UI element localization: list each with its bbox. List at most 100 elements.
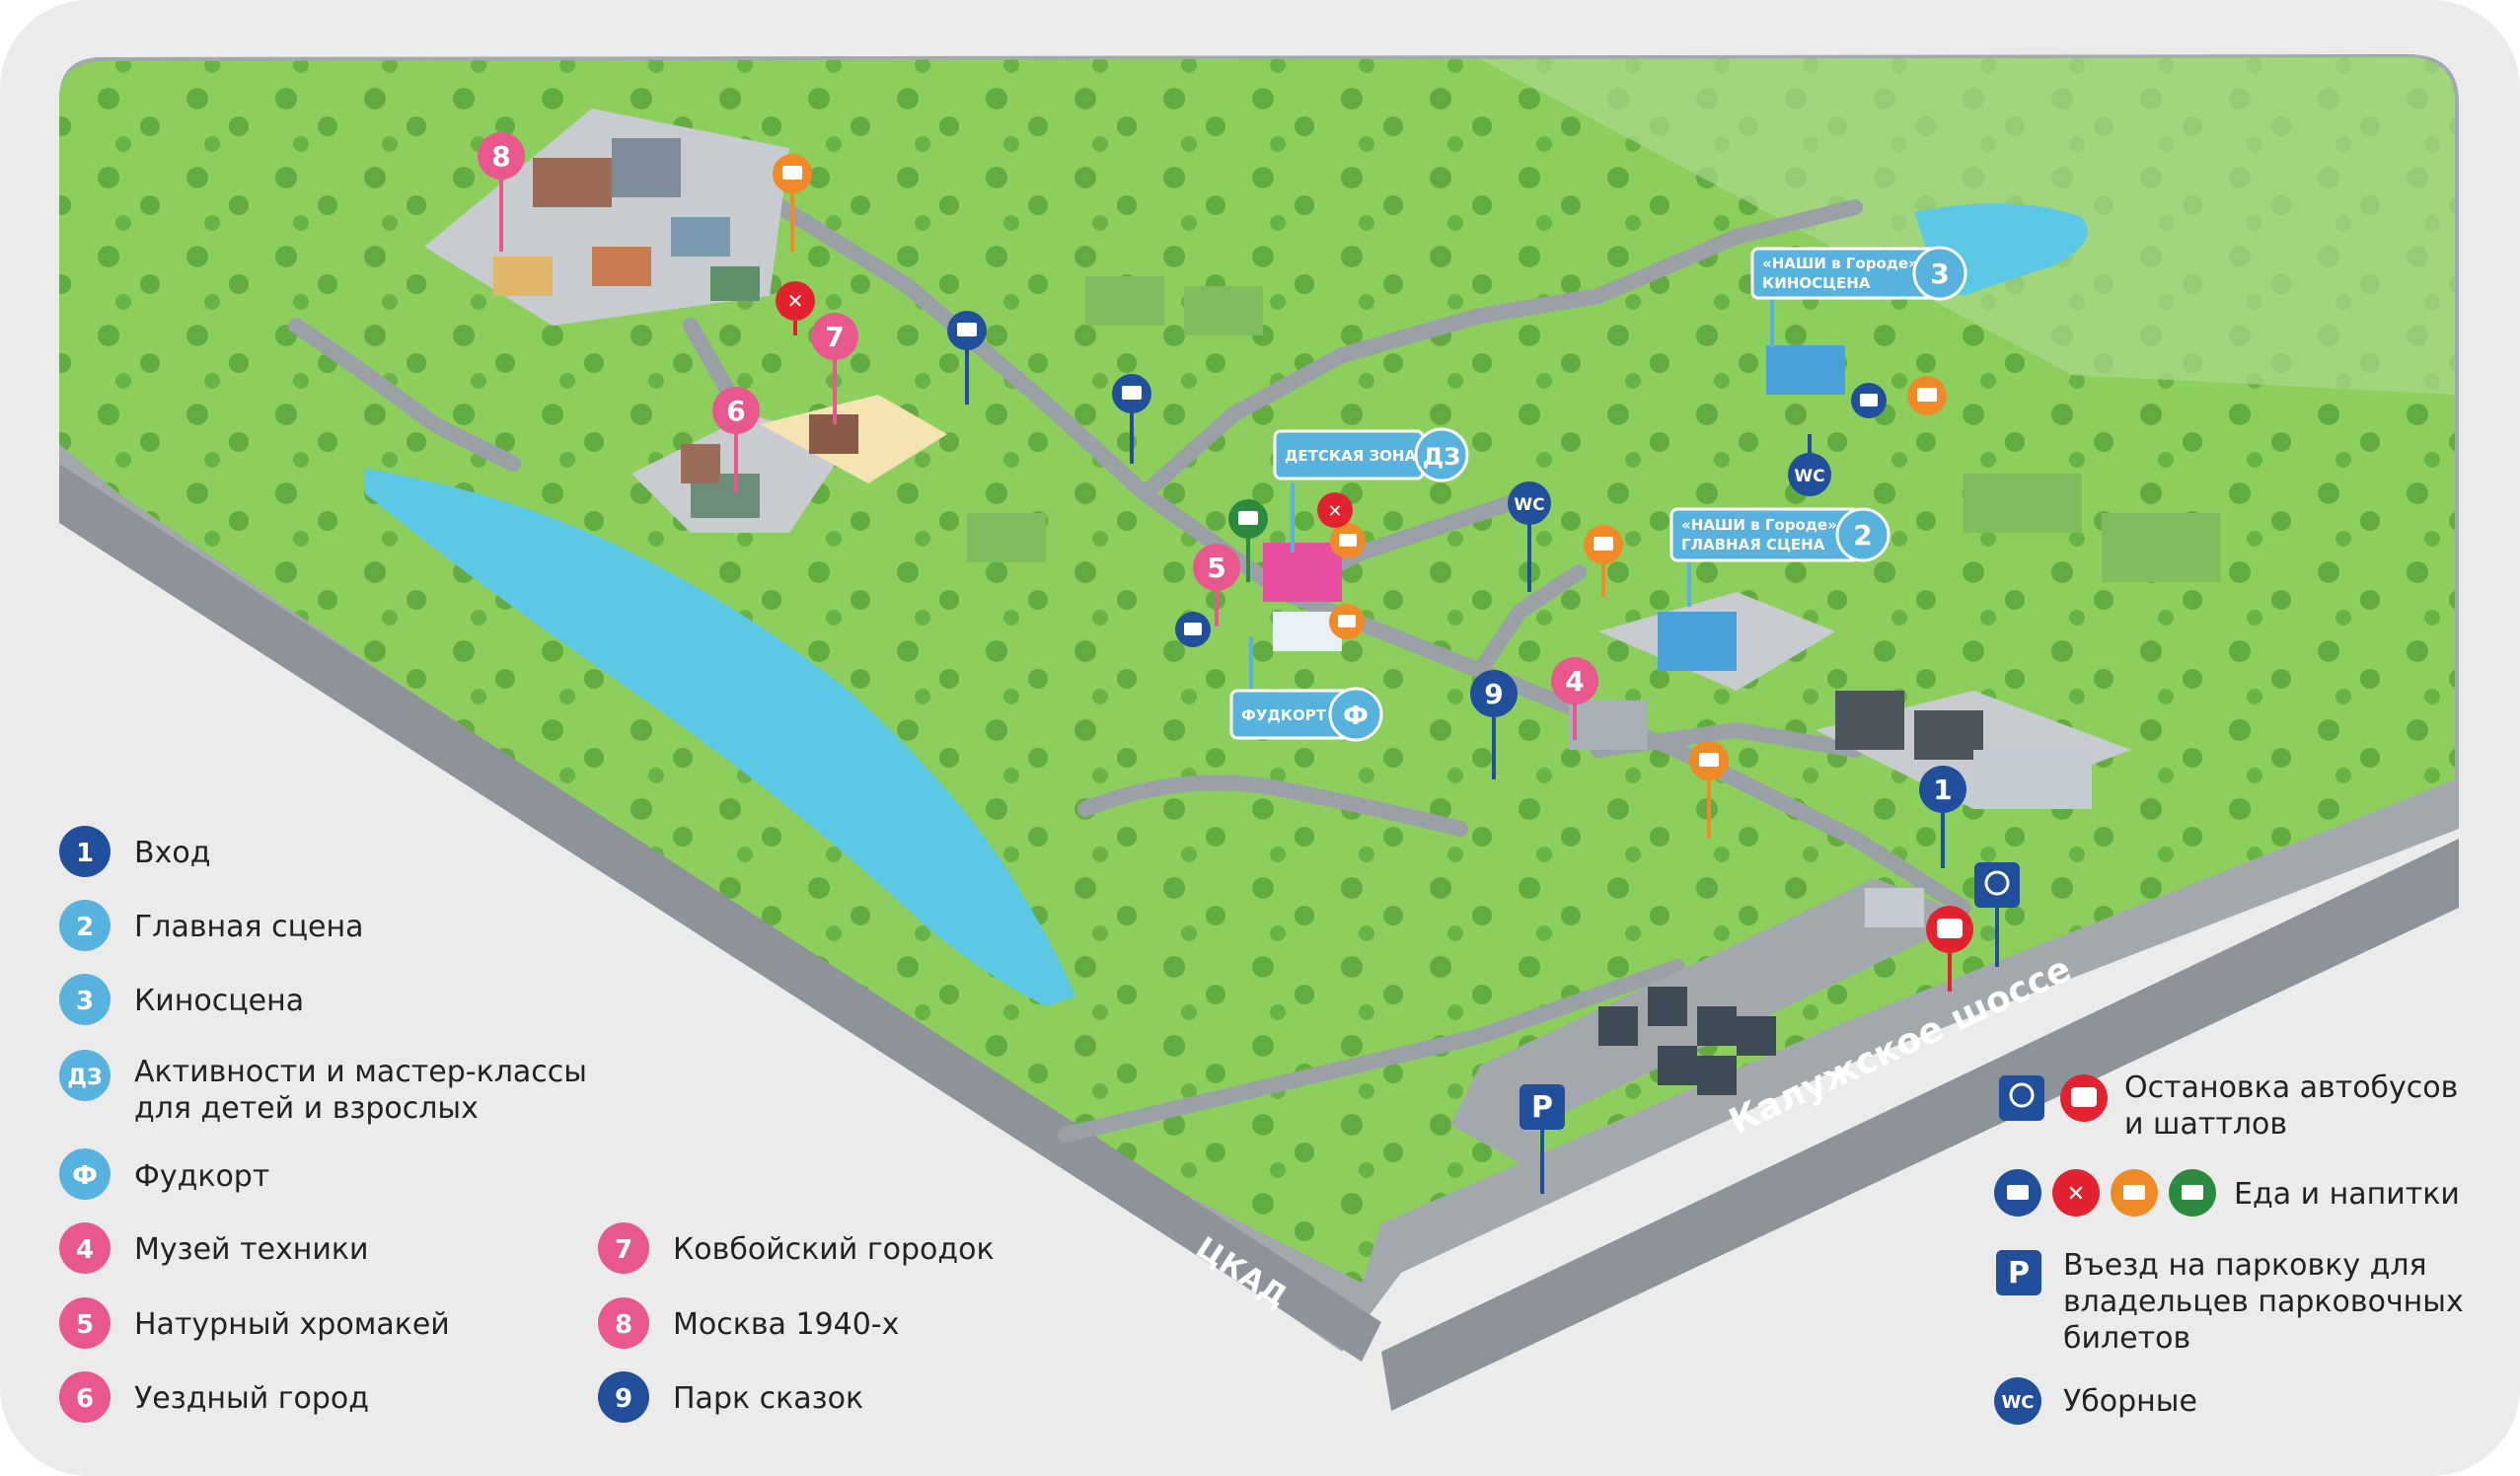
- legend-label-parking-3: билетов: [2063, 1321, 2190, 1356]
- marker-7[interactable]: 7: [811, 313, 858, 424]
- label-main-stage[interactable]: «НАШИ в Городе» ГЛАВНАЯ СЦЕНА 2: [1669, 507, 1890, 607]
- food-truck-icon: [1339, 534, 1357, 547]
- marker-6-num: 6: [726, 395, 745, 427]
- marker-parking[interactable]: P: [1519, 1084, 1565, 1194]
- legend-item-moscow-1940: 8 Москва 1940-х: [598, 1297, 899, 1349]
- legend-mid: 7 Ковбойский городок 8 Москва 1940-х 9 П…: [598, 1222, 995, 1423]
- food-truck-icon: [1238, 511, 1258, 525]
- marker-1-num: 1: [1933, 774, 1952, 806]
- food-truck-icon: [1122, 386, 1142, 400]
- marker-8[interactable]: 8: [478, 132, 525, 252]
- marker-9-num: 9: [1484, 678, 1503, 710]
- legend-label-fairy-park: Парк сказок: [673, 1381, 863, 1416]
- legend-item-chromakey: 5 Натурный хромакей: [59, 1297, 450, 1349]
- legend-item-bus-stop: Остановка автобусов и шаттлов: [1999, 1070, 2458, 1142]
- food-marker-orange-6: [1329, 604, 1365, 639]
- legend-label-main-stage: Главная сцена: [134, 910, 364, 944]
- marker-1-entrance[interactable]: 1: [1919, 766, 1966, 868]
- buildings: [493, 138, 2220, 1095]
- legend-item-entrance: 1 Вход: [59, 826, 210, 877]
- marker-7-num: 7: [825, 321, 844, 353]
- bus-icon: [1937, 919, 1963, 938]
- label-cinema[interactable]: «НАШИ в Городе» КИНОСЦЕНА 3: [1750, 246, 1967, 347]
- legend-label-wc: Уборные: [2063, 1384, 2197, 1419]
- legend-badge-8: 8: [615, 1310, 632, 1340]
- food-truck-icon: [782, 166, 802, 180]
- cinema-num: 3: [1930, 258, 1949, 290]
- legend-label-kids-zone-1: Активности и мастер-классы: [134, 1055, 587, 1089]
- parking-lot: [1480, 878, 1973, 1125]
- legend-label-parking-1: Въезд на парковку для: [2063, 1248, 2427, 1283]
- kaluzhskoe-highway: [1381, 839, 2459, 1411]
- map-terrain: [59, 54, 2459, 1411]
- legend-right: Остановка автобусов и шаттлов ✕ Еда и на…: [1994, 1070, 2464, 1425]
- legend-item-tech-museum: 4 Музей техники: [59, 1222, 369, 1274]
- legend-item-main-stage: 2 Главная сцена: [59, 900, 364, 951]
- food-marker-orange-3: [1689, 741, 1729, 839]
- wc-label-1: WC: [1514, 495, 1544, 515]
- food-truck-icon: [1917, 388, 1937, 402]
- legend-badge-1: 1: [76, 839, 94, 868]
- marker-9[interactable]: 9: [1470, 670, 1518, 779]
- legend-badge-dz: ДЗ: [67, 1066, 102, 1090]
- food-truck-icon: [957, 323, 977, 336]
- bus-icon: [2071, 1087, 2097, 1107]
- kids-zone-label: ДЕТСКАЯ ЗОНА: [1285, 447, 1416, 465]
- food-truck-icon: [1699, 753, 1719, 767]
- legend-badge-parking: P: [2008, 1256, 2030, 1291]
- legend-item-uezdny-gorod: 6 Уездный город: [59, 1371, 369, 1423]
- food-marker-red-1: ✕: [776, 281, 815, 335]
- legend-badge-2: 2: [76, 913, 94, 942]
- marker-6[interactable]: 6: [712, 387, 760, 493]
- legend-item-fairy-park: 9 Парк сказок: [598, 1371, 863, 1423]
- foodcourt-label: ФУДКОРТ: [1241, 706, 1327, 724]
- marker-4-num: 4: [1565, 665, 1584, 698]
- label-foodcourt[interactable]: ФУДКОРТ Ф: [1229, 636, 1383, 742]
- legend-item-cinema: 3 Киносцена: [59, 974, 304, 1025]
- food-marker-orange-2: [1584, 525, 1623, 597]
- food-truck-icon: [1594, 537, 1613, 551]
- marker-bus-stop-red[interactable]: [1926, 906, 1973, 992]
- food-marker-orange-5: [1330, 523, 1366, 558]
- parking-lot-2: [1450, 1066, 1539, 1174]
- legend-item-wc: WC Уборные: [1994, 1377, 2197, 1425]
- food-truck-icon: [1338, 615, 1356, 627]
- legend-left: 1 Вход 2 Главная сцена 3 Киносцена ДЗ Ак…: [59, 826, 587, 1423]
- cinema-label-2: КИНОСЦЕНА: [1762, 274, 1871, 292]
- food-marker-blue-4: [1851, 383, 1887, 418]
- fork-knife-icon: ✕: [2067, 1182, 2085, 1207]
- marker-wc-2[interactable]: WC: [1788, 434, 1831, 496]
- kids-zone-code: ДЗ: [1423, 443, 1460, 471]
- legend-label-parking-2: владельцев парковочных: [2063, 1285, 2464, 1319]
- lake: [365, 469, 1075, 1006]
- legend-badge-f: Ф: [72, 1161, 98, 1191]
- location-pin-icon: [2009, 1082, 2035, 1108]
- legend-badge-5: 5: [76, 1310, 94, 1340]
- legend-item-foodcourt: Ф Фудкорт: [59, 1148, 269, 1200]
- legend-label-foodcourt: Фудкорт: [134, 1159, 269, 1194]
- legend-badge-wc: WC: [2001, 1392, 2034, 1413]
- food-truck-icon: [1860, 394, 1878, 406]
- marker-5[interactable]: 5: [1193, 544, 1240, 627]
- legend-label-bus-stop-1: Остановка автобусов: [2124, 1070, 2458, 1105]
- marker-5-num: 5: [1207, 552, 1225, 584]
- food-marker-red-2: ✕: [1317, 492, 1353, 528]
- legend-label-food: Еда и напитки: [2234, 1177, 2460, 1212]
- marker-bus-stop-pin[interactable]: [1974, 862, 2020, 967]
- marker-wc-1[interactable]: WC: [1508, 481, 1551, 592]
- label-kids-zone[interactable]: ДЕТСКАЯ ЗОНА ДЗ: [1273, 427, 1469, 553]
- food-marker-green: [1228, 499, 1268, 582]
- legend-label-tech-museum: Музей техники: [134, 1232, 369, 1267]
- food-markers[interactable]: ✕ ✕: [773, 154, 1947, 839]
- legend-item-food: ✕ Еда и напитки: [1994, 1169, 2460, 1217]
- food-truck-icon: [2182, 1185, 2203, 1200]
- legend-item-parking: P Въезд на парковку для владельцев парко…: [1996, 1248, 2464, 1356]
- main-stage-label-2: ГЛАВНАЯ СЦЕНА: [1681, 536, 1825, 554]
- marker-8-num: 8: [491, 140, 510, 173]
- legend-label-moscow-1940: Москва 1940-х: [673, 1307, 899, 1342]
- legend-label-uezdny-gorod: Уездный город: [134, 1381, 369, 1416]
- marker-4[interactable]: 4: [1551, 657, 1598, 740]
- legend-label-entrance: Вход: [134, 836, 210, 870]
- fork-knife-icon: ✕: [1327, 501, 1342, 522]
